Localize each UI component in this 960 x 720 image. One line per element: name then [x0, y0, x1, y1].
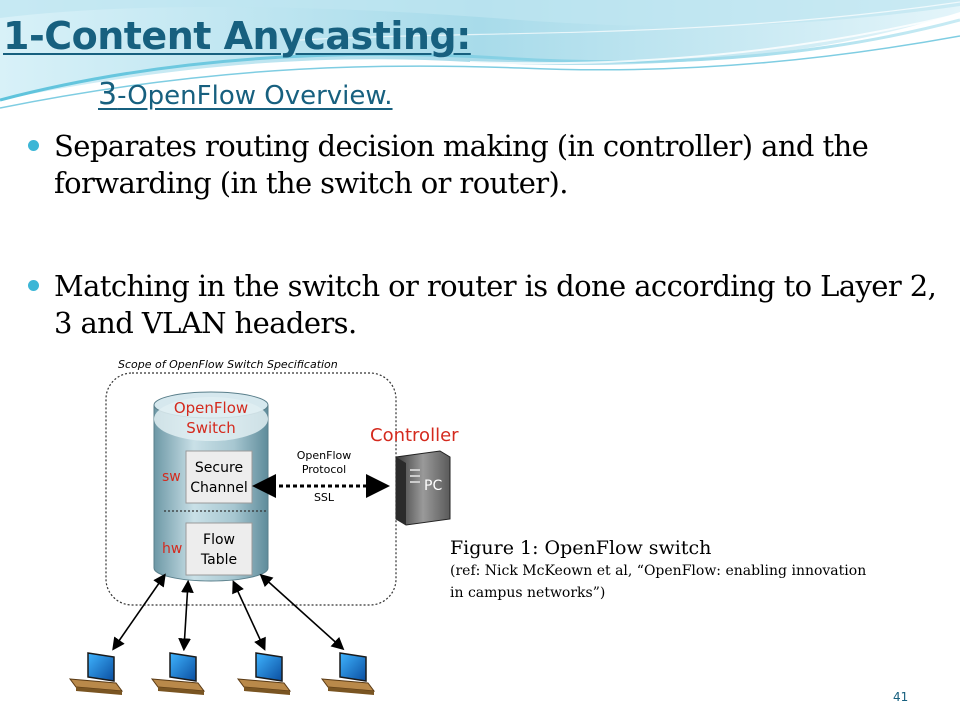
flow-table-line1: Flow: [203, 532, 235, 548]
scope-label: Scope of OpenFlow Switch Specification: [118, 358, 338, 371]
host-computer-icon: [320, 652, 376, 695]
host-link: [112, 573, 166, 651]
sw-label: sw: [162, 469, 181, 485]
caption-title: Figure 1: OpenFlow switch: [450, 537, 712, 559]
host-link: [178, 579, 194, 652]
figure-caption: Figure 1: OpenFlow switch (ref: Nick McK…: [450, 536, 940, 604]
host-link: [259, 573, 345, 651]
switch-label-line1: OpenFlow: [174, 399, 248, 417]
secure-channel-line2: Channel: [190, 480, 247, 496]
slide-subtitle: 3-OpenFlow Overview.: [98, 77, 393, 112]
caption-ref-line2: in campus networks”): [450, 585, 606, 601]
protocol-line3: SSL: [314, 491, 335, 504]
controller-pc-icon: [395, 450, 451, 526]
flow-table-box: [185, 522, 253, 576]
openflow-switch-figure: Scope of OpenFlow Switch Specification O…: [68, 358, 459, 695]
subtitle-number: 3: [98, 77, 118, 112]
host-link: [232, 580, 266, 651]
host-computer-icon: [150, 652, 206, 695]
bullet-text: Matching in the switch or router is done…: [54, 269, 937, 340]
flow-table-line2: Table: [200, 552, 237, 568]
bullet-item: Separates routing decision making (in co…: [24, 128, 944, 202]
subtitle-text: -OpenFlow Overview.: [117, 81, 393, 111]
host-computer-icon: [236, 652, 292, 695]
secure-channel-line1: Secure: [195, 460, 243, 476]
page-number: 41: [893, 690, 909, 704]
caption-ref-line1: (ref: Nick McKeown et al, “OpenFlow: ena…: [450, 563, 867, 579]
bullet-text: Separates routing decision making (in co…: [54, 129, 869, 200]
hw-label: hw: [162, 541, 182, 557]
bullet-dot-icon: [28, 140, 39, 151]
bullet-item: Matching in the switch or router is done…: [24, 268, 944, 342]
protocol-line2: Protocol: [302, 463, 346, 476]
switch-label-line2: Switch: [186, 419, 236, 437]
controller-label: Controller: [370, 425, 459, 446]
bullet-list: Separates routing decision making (in co…: [24, 128, 944, 342]
bullet-dot-icon: [28, 280, 39, 291]
protocol-line1: OpenFlow: [297, 449, 352, 462]
slide-title: 1-Content Anycasting:: [3, 14, 471, 58]
header-wave-decoration: [0, 0, 960, 109]
pc-label: PC: [424, 478, 442, 494]
host-computer-icon: [68, 652, 124, 695]
